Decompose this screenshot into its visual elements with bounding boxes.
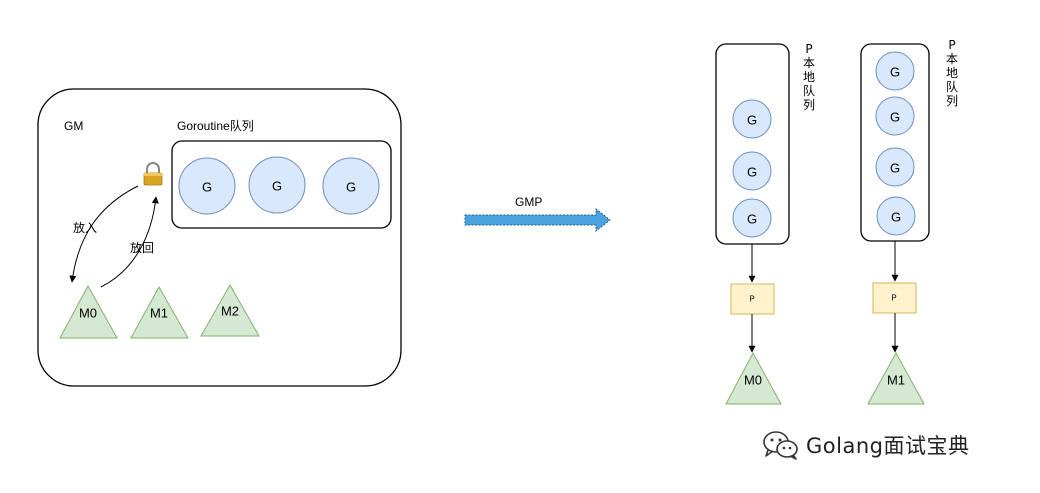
local-queue-label: P 本 地 队 列 [802, 42, 815, 112]
lock-icon [143, 162, 163, 186]
put-in-label: 放入 [73, 220, 97, 235]
goroutine-label: G [890, 161, 900, 176]
processor-p: P [730, 283, 775, 315]
processor-label: P [891, 294, 896, 303]
local-goroutine: G [875, 51, 915, 91]
gm-label: GM [64, 119, 83, 133]
goroutine-label: G [202, 180, 212, 195]
transition-arrow [464, 207, 611, 233]
goroutine-label: G [747, 212, 757, 227]
goroutine-label: G [346, 180, 356, 195]
goroutine-label: G [747, 113, 757, 128]
goroutine-label: G [890, 65, 900, 80]
local-goroutine: G [732, 99, 772, 139]
goroutine-queue-label: Goroutine队列 [177, 118, 254, 133]
watermark: Golang面试宝典 [762, 428, 969, 462]
local-goroutine: G [732, 198, 772, 238]
wechat-icon [763, 431, 798, 460]
goroutine-label: G [747, 165, 757, 180]
local-goroutine: G [875, 96, 915, 136]
put-in-arrow [69, 185, 139, 283]
local-goroutine: G [875, 147, 915, 187]
gmp-label: GMP [515, 195, 542, 209]
goroutine-label: G [272, 179, 282, 194]
machine-label: M0 [79, 306, 97, 321]
processor-label: P [749, 295, 754, 304]
machine-label: M1 [150, 306, 168, 321]
processor-p: P [872, 282, 917, 314]
local-goroutine: G [876, 196, 916, 236]
put-back-arrow [100, 196, 159, 288]
local-goroutine: G [732, 151, 772, 191]
machine-m0: M0 [725, 351, 782, 405]
queue-goroutine: G [178, 157, 236, 215]
watermark-text: Golang面试宝典 [806, 434, 970, 458]
local-queue-label: P 本 地 队 列 [945, 38, 958, 108]
queue-goroutine: G [248, 156, 306, 214]
machine-label: M2 [221, 304, 239, 319]
queue-goroutine: G [322, 157, 380, 215]
machine-m0: M0 [59, 284, 118, 339]
goroutine-label: G [890, 110, 900, 125]
machine-m2: M2 [200, 283, 260, 337]
machine-m1: M1 [867, 351, 925, 405]
machine-label: M0 [744, 373, 762, 388]
goroutine-label: G [891, 210, 901, 225]
put-back-label: 放回 [130, 240, 154, 255]
machine-label: M1 [887, 373, 905, 388]
machine-m1: M1 [130, 285, 189, 339]
gm-container [37, 88, 402, 387]
